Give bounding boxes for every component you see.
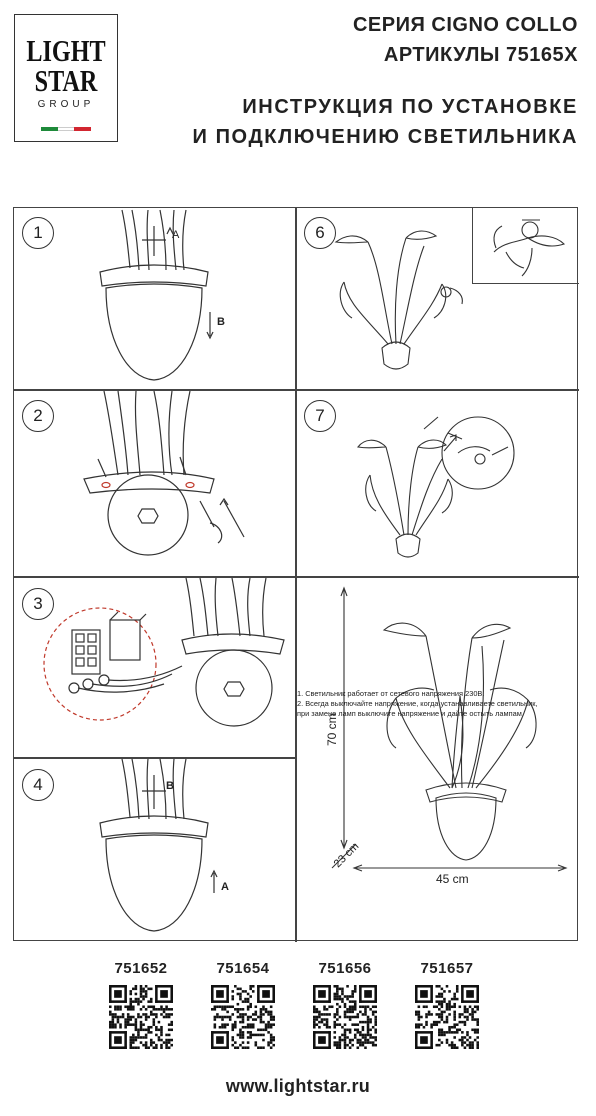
step-3-panel: 3 [14, 576, 295, 757]
flag-white [57, 127, 75, 131]
instruction-grid: 1 A B 2 [13, 207, 579, 942]
detail-inset [472, 208, 579, 284]
depth-label: 23 cm [332, 840, 362, 870]
series-title: СЕРИЯ CIGNO COLLO [352, 14, 578, 36]
dimension-illustration: 70 cm 23 cm 45 cm [325, 586, 568, 886]
step-4-panel: 4 B A [14, 757, 295, 942]
logo-text-star: STAR [34, 63, 98, 98]
grid-divider-vertical-lower [295, 576, 297, 942]
article-item: 751652 [103, 960, 179, 1049]
article-item: 751656 [307, 960, 383, 1049]
step-number: 7 [304, 400, 336, 432]
step-2-panel: 2 [14, 389, 295, 576]
article-code: 751656 [318, 960, 372, 977]
label-b: B [217, 316, 225, 328]
width-label: 45 cm [436, 872, 469, 886]
step-6-panel: 6 [296, 208, 579, 389]
label-a: A [172, 229, 180, 241]
article-item: 751657 [409, 960, 485, 1049]
grid-divider-row1 [14, 389, 579, 391]
qr-code-icon[interactable] [313, 985, 377, 1049]
instruction-title-line1: ИНСТРУКЦИЯ ПО УСТАНОВКЕ [242, 96, 578, 118]
step-1-illustration: A B [99, 209, 225, 381]
height-label: 70 cm [325, 713, 339, 746]
website-link[interactable]: www.lightstar.ru [225, 1076, 371, 1096]
step-6-illustration [334, 219, 566, 370]
note-line: 2. Всегда выключайте напряжение, когда у… [297, 699, 538, 708]
label-b: B [166, 780, 174, 792]
article-code: 751657 [420, 960, 474, 977]
grid-divider-row2 [14, 576, 579, 578]
logo-text-group: GROUP [37, 99, 95, 110]
brand-logo: LIGHT STAR GROUP [14, 14, 118, 142]
qr-code-icon[interactable] [415, 985, 479, 1049]
step-number: 3 [22, 588, 54, 620]
logo-text-light: LIGHT [26, 33, 106, 68]
qr-code-icon[interactable] [109, 985, 173, 1049]
step-2-illustration [83, 390, 245, 556]
step-number: 1 [22, 217, 54, 249]
logo-flag-stripe [41, 127, 92, 131]
step-7-illustration [357, 416, 515, 558]
dimensions-panel: 70 cm 23 cm 45 cm [296, 576, 579, 942]
article-code: 751654 [216, 960, 270, 977]
article-code: 751652 [114, 960, 168, 977]
grid-divider-vertical [295, 208, 297, 578]
step-3-illustration [43, 577, 285, 727]
note-line: 1. Светильник работает от сетевого напря… [297, 689, 485, 698]
article-item: 751654 [205, 960, 281, 1049]
grid-divider-row3 [14, 757, 295, 759]
flag-red [74, 127, 92, 131]
label-a: A [221, 881, 229, 893]
articles-title: АРТИКУЛЫ 75165X [383, 44, 578, 66]
step-number: 6 [304, 217, 336, 249]
step-4-illustration: B A [99, 758, 229, 932]
step-7-panel: 7 [296, 389, 579, 576]
instruction-title-line2: И ПОДКЛЮЧЕНИЮ СВЕТИЛЬНИКА [192, 126, 578, 148]
note-line: при замене ламп выключите напряжение и д… [297, 709, 524, 718]
flag-green [41, 127, 58, 131]
step-1-panel: 1 A B [14, 208, 295, 389]
step-number: 2 [22, 400, 54, 432]
safety-notes: 1. Светильник работает от сетевого напря… [297, 689, 557, 719]
step-number: 4 [22, 769, 54, 801]
article-codes: 751652 751654 751656 751657 [0, 960, 596, 1060]
qr-code-icon[interactable] [211, 985, 275, 1049]
